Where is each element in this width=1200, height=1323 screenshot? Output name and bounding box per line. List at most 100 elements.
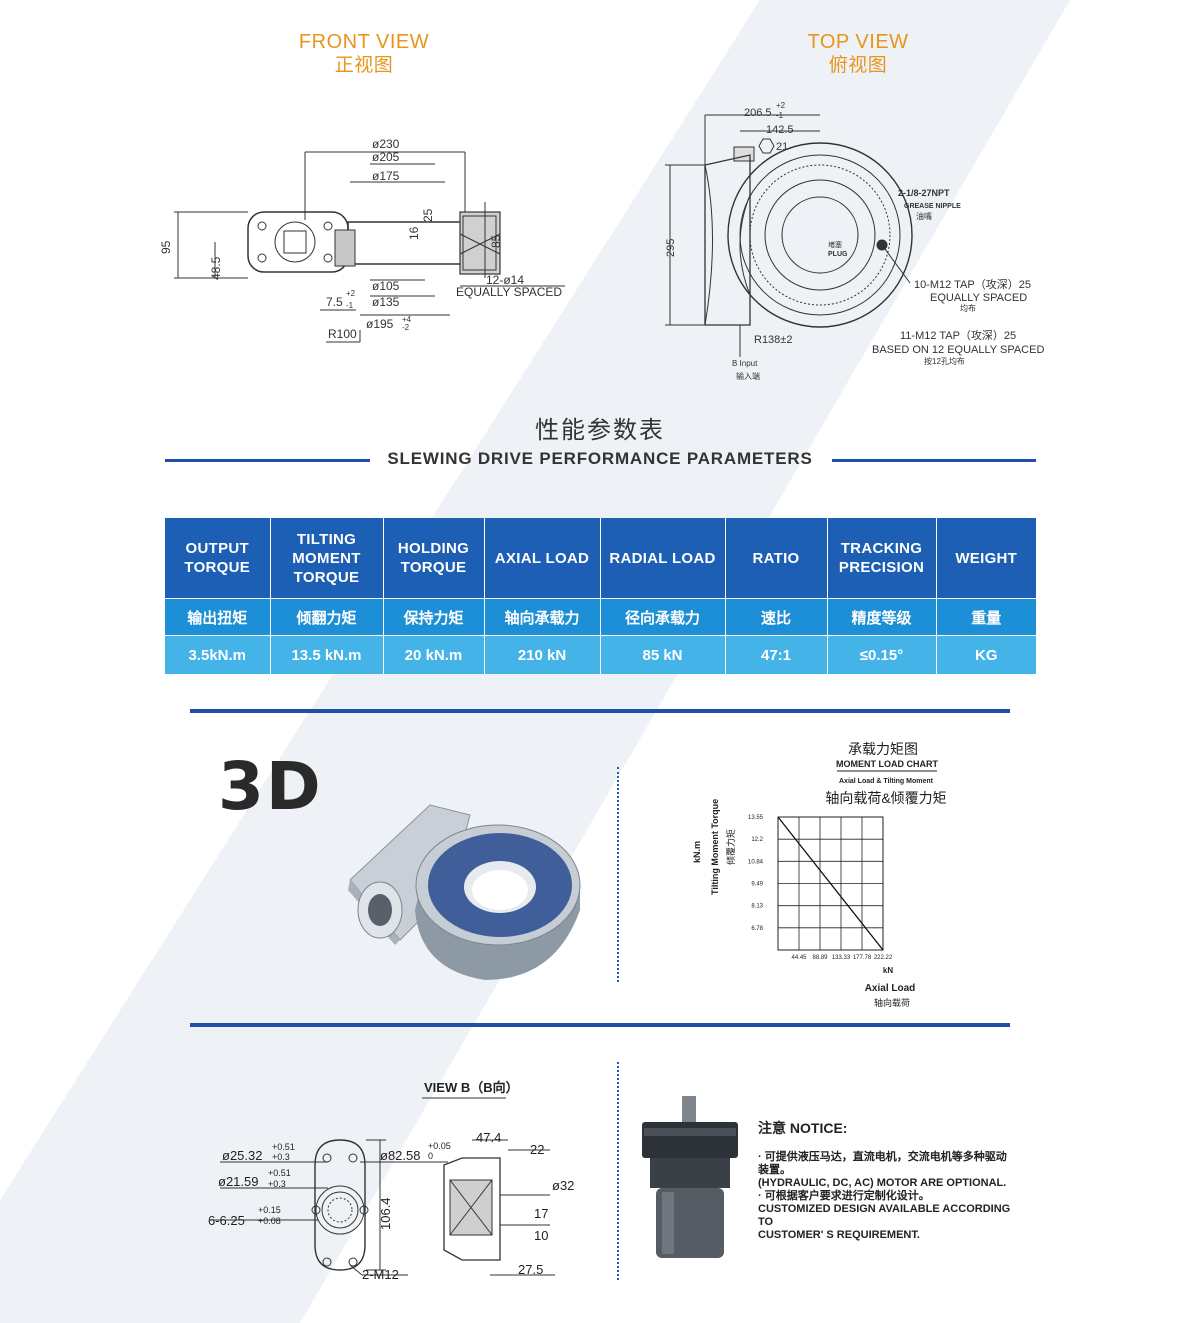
nipple-label: 2-1/8-27NPT [898,188,950,198]
cn-cell: 输出扭矩 [165,598,271,636]
dim-d75: 7.5 [326,295,343,309]
input-cn: 输入端 [736,371,760,381]
chart-xlabel-cn: 轴向载荷 [874,997,910,1008]
dim-h85: 85 [489,234,503,248]
chart-y-tick-label: 6.78 [751,926,763,932]
dim-h16: 16 [407,226,421,240]
title-rule-right [832,459,1036,462]
table-value-row: 3.5kN.m 13.5 kN.m 20 kN.m 210 kN 85 kN 4… [165,635,1036,674]
dim-w2065-up: +2 [776,101,786,110]
chart-grid [777,816,884,951]
header-radial-load: RADIAL LOAD [600,518,726,599]
chart-y-tick-label: 13.55 [748,815,764,821]
section-divider-1 [190,709,1010,713]
dim-d175: ø175 [372,169,400,183]
tap11-label: 11-M12 TAP（攻深）25 [900,328,1016,342]
dim-w2065-dn: -1 [776,111,784,120]
cn-cell: 保持力矩 [383,598,485,636]
notice-line: · 可根据客户要求进行定制化设计。 [758,1190,930,1202]
dim-d2532: ø25.32 [222,1148,262,1163]
chart-series-line [777,816,884,951]
dim-m12: 2-M12 [362,1267,399,1282]
top-view-drawing: 206.5 +2 -1 142.5 21 295 2-1/8-27NPT GRE… [665,101,1044,381]
nipple-en: GREASE NIPPLE [904,203,961,210]
chart-y-tick-label: 10.84 [748,859,764,865]
dim-w474: 47.4 [476,1130,501,1145]
dim-h25: 25 [421,208,435,222]
dim-h17: 17 [534,1206,548,1221]
dim-d625: 6-6.25 [208,1213,245,1228]
tap11-cn: 按12孔均布 [924,356,965,366]
top-view-title: TOP VIEW 俯视图 [778,30,938,78]
chart-title: 承载力矩图 [848,741,918,757]
notice-block: 注意 NOTICE: · 可提供液压马达，直流电机，交流电机等多种驱动 装置。 … [758,1120,1028,1242]
cn-cell: 重量 [936,598,1036,636]
chart-x-tick-label: 177.78 [853,955,872,961]
table-cn-row: 输出扭矩 倾翻力矩 保持力矩 轴向承载力 径向承载力 速比 精度等级 重量 [165,598,1036,636]
top-view-title-en: TOP VIEW [807,31,909,53]
chart-x-tick-label: 222.22 [874,955,893,961]
cn-cell: 速比 [725,598,828,636]
dim-d14: 12-ø14 [486,273,524,287]
slewing-drive-3d-render [348,804,581,980]
tap10-label: 10-M12 TAP（攻深）25 [914,277,1031,291]
top-view-title-cn: 俯视图 [828,55,888,76]
value-cell: ≤0.15° [827,635,937,674]
chart-xlabel2: Axial Load [865,983,916,994]
dim-d75-up: +2 [346,289,356,298]
section-title-cn: 性能参数表 [535,417,665,444]
dim-h1064: 106.4 [378,1197,393,1230]
label-3d: 3D [218,748,323,825]
notice-line: CUSTOMER' S REQUIREMENT. [758,1229,920,1241]
chart-y-tick-label: 9.49 [751,882,763,888]
dim-w275: 27.5 [518,1262,543,1277]
dim-d105: ø105 [372,279,400,293]
dim-d2532-up: +0.51 [272,1142,295,1152]
view-b-drawing: VIEW B（B向） ø25.32 +0.51 +0.3 ø21.59 +0.5… [208,1080,574,1282]
moment-load-chart: 承载力矩图 MOMENT LOAD CHART Axial Load & Til… [692,741,947,1008]
section-divider-2 [190,1023,1010,1027]
header-weight: WEIGHT [936,518,1036,599]
tap10-cn: 均布 [960,303,976,313]
dim-d205: ø205 [372,150,400,164]
chart-y-tick-label: 12.2 [751,837,763,843]
dim-w2065: 206.5 [744,107,772,119]
dim-d2159-dn: +0.3 [268,1179,286,1189]
dim-d32: ø32 [552,1178,574,1193]
value-cell: 210 kN [484,635,601,674]
section-title-en: SLEWING DRIVE PERFORMANCE PARAMETERS [387,449,813,468]
dim-h95: 95 [160,240,173,254]
value-cell: 20 kN.m [383,635,485,674]
dotted-separator-2 [617,1062,619,1280]
dim-d195-tol-up: +4 [402,315,412,324]
notice-title: 注意 NOTICE: [758,1120,848,1136]
front-view-title: FRONT VIEW 正视图 [284,30,444,78]
dim-h10: 10 [534,1228,548,1243]
notice-line: CUSTOMIZED DESIGN AVAILABLE ACCORDING TO [758,1203,1011,1228]
input-label: B Input [732,359,758,368]
chart-series [777,816,884,951]
header-ratio: RATIO [725,518,828,599]
cn-cell: 倾翻力矩 [270,598,384,636]
dim-d195: ø195 [366,317,394,331]
header-axial-load: AXIAL LOAD [484,518,601,599]
dim-d230: ø230 [372,137,400,151]
cn-cell: 精度等级 [827,598,937,636]
dim-d625-dn: +0.08 [258,1216,281,1226]
value-cell: KG [936,635,1036,674]
front-view-title-en: FRONT VIEW [298,31,430,53]
dim-d8258-dn: 0 [428,1151,433,1161]
dim-d195-tol-dn: -2 [402,323,410,332]
chart-y-tick-label: 8.13 [751,904,763,910]
front-view-drawing: ø230 ø205 ø175 95 48.5 25 16 85 ø105 ø13… [160,137,565,343]
value-cell: 85 kN [600,635,726,674]
chart-xlabel: kN [883,966,893,975]
cn-cell: 径向承载力 [600,598,726,636]
